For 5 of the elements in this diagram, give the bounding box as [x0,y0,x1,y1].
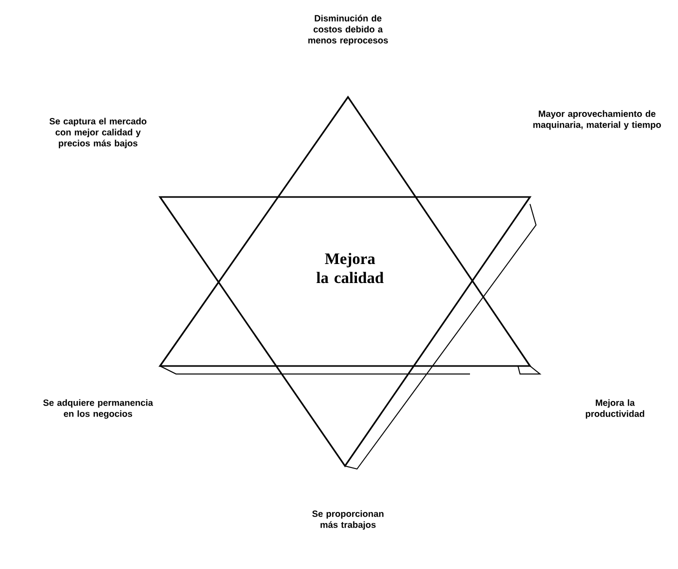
label-text: Se proporcionan más trabajos [312,510,384,530]
label-text: Se adquiere permanencia en los negocios [43,399,154,419]
label-text: Mejora la productividad [586,399,644,419]
label-text: Disminución de costos debido a menos reprocesos [308,14,388,46]
label-text: Se captura el mercado con mejor calidad y precios más bajos [50,118,146,148]
